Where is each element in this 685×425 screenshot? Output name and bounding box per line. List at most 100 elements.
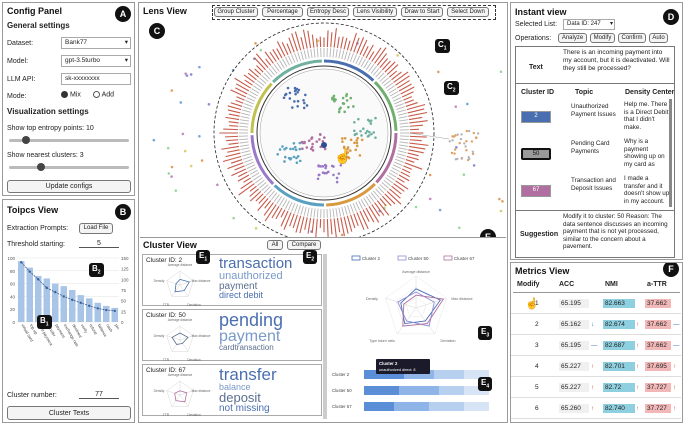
density-bar	[368, 63, 375, 72]
density-bar	[251, 172, 260, 178]
entropy-bar	[227, 109, 241, 114]
expanded-point	[452, 135, 456, 138]
density-bar	[253, 85, 262, 92]
entropy-slider-handle[interactable]	[22, 136, 31, 144]
radar-axis	[166, 335, 181, 341]
expanded-point	[470, 140, 474, 143]
density-bar	[397, 150, 407, 154]
api-input[interactable]: sk-xxxxxxxx	[61, 73, 131, 85]
radar-axis	[179, 339, 189, 352]
acc-cell-bg	[559, 383, 589, 392]
lens-toolbar-button-4[interactable]: Draw to Start	[401, 7, 443, 17]
inner-point	[316, 177, 320, 181]
expanded-point	[465, 129, 468, 133]
clusters-slider-handle[interactable]	[37, 163, 45, 171]
op-button-modify[interactable]: Modify	[590, 33, 615, 43]
lens-toolbar-button-3[interactable]: Lens Visibility	[353, 7, 397, 17]
entropy-bar	[230, 89, 247, 98]
radar-axis-label: Deviation	[187, 358, 201, 362]
inner-point	[343, 110, 346, 114]
cluster-number-input[interactable]: 77	[79, 391, 119, 399]
threshold-input[interactable]: 5	[79, 240, 119, 248]
instant-scrollbar[interactable]	[669, 99, 672, 207]
inner-point	[347, 105, 350, 109]
lens-radial-view[interactable]: ☝	[139, 21, 508, 241]
x-tick-label: cash	[105, 323, 114, 333]
selected-list-select[interactable]: Data ID: 247 ▾	[563, 19, 615, 30]
entropy-bar	[256, 65, 264, 73]
entropy-slider[interactable]	[9, 136, 129, 144]
entropy-bar	[391, 71, 402, 81]
config-panel-title: Config Panel	[7, 6, 63, 16]
model-select[interactable]: gpt-3.5turbo ▾	[61, 55, 131, 67]
density-bar	[300, 206, 304, 215]
clusters-slider[interactable]	[9, 163, 129, 171]
cluster-id-swatch[interactable]: 67	[521, 185, 551, 197]
inner-point	[353, 120, 356, 124]
op-button-analyze[interactable]: Analyze	[558, 33, 587, 43]
entropy-bar	[368, 206, 380, 223]
inner-point	[324, 166, 327, 170]
dataset-select[interactable]: Bank77 ▾	[61, 37, 131, 49]
word-cloud-term: balance	[219, 382, 251, 393]
op-button-auto[interactable]: Auto	[649, 33, 668, 43]
mode-add-radio[interactable]: Add	[93, 91, 114, 98]
inner-point	[372, 131, 376, 134]
inner-point	[288, 97, 292, 100]
instant-panel: Instant view D Selected List: Data ID: 2…	[510, 2, 683, 260]
x-tick-label: pin	[114, 323, 121, 330]
entropy-bar	[243, 74, 255, 83]
inner-point	[347, 156, 351, 160]
load-file-button[interactable]: Load File	[79, 223, 113, 234]
mode-mix-radio[interactable]: Mix	[61, 91, 81, 98]
topics-panel: Toipcs View B Extraction Prompts: Load F…	[2, 199, 135, 423]
outer-point	[189, 73, 193, 76]
badge-d: D	[663, 9, 679, 25]
inner-point	[368, 119, 371, 123]
entropy-bar	[401, 168, 411, 174]
inner-point	[309, 147, 313, 151]
expanded-point	[468, 157, 471, 161]
text-value: There is an incoming payment into my acc…	[563, 49, 670, 72]
cluster-id-swatch[interactable]: 50	[521, 148, 551, 160]
op-button-confirm[interactable]: Confirm	[618, 33, 646, 43]
entropy-bar	[276, 41, 286, 57]
inner-point	[294, 92, 297, 96]
density-bar	[241, 150, 251, 154]
lens-toolbar-button-5[interactable]: Select Down	[447, 7, 489, 17]
metrics-acc-value: 65.227	[561, 363, 581, 370]
density-bar	[349, 53, 354, 62]
entropy-bar	[221, 145, 240, 150]
lens-toolbar-button-2[interactable]: Entropy Desc	[307, 7, 349, 17]
cluster-id-swatch[interactable]: 2	[521, 111, 551, 123]
all-button[interactable]: All	[267, 240, 283, 250]
lens-toolbar-button-1[interactable]: Percentage	[262, 7, 303, 17]
density-bar	[338, 49, 342, 59]
update-configs-button[interactable]: Update configs	[7, 180, 131, 193]
nmi-cell-bg	[603, 404, 635, 413]
lens-toolbar-button-0[interactable]: Group Cluster	[214, 7, 258, 17]
inner-point	[291, 106, 294, 109]
cluster-texts-button[interactable]: Cluster Texts	[7, 406, 131, 420]
metrics-nmi-value: 82.701	[605, 363, 625, 370]
stacked-bar-segment	[464, 370, 489, 379]
trend-point	[96, 307, 99, 310]
compare-button[interactable]: Compare	[287, 240, 321, 250]
entropy-bar	[326, 218, 329, 237]
trend-point	[20, 261, 23, 264]
entropy-bar	[333, 218, 337, 239]
cluster-scrollbar[interactable]	[323, 254, 327, 419]
inner-point	[291, 147, 295, 151]
